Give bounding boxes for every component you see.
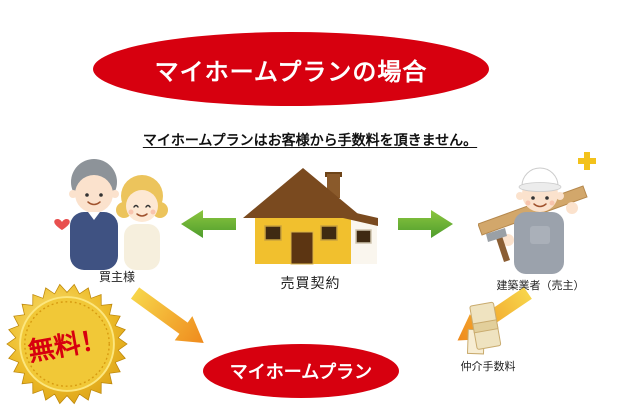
bottom-banner: マイホームプラン: [203, 344, 399, 398]
fee-label: 仲介手数料: [460, 360, 516, 373]
buyer-label: 買主様: [98, 270, 135, 284]
green-arrow-right-icon: [398, 210, 453, 238]
builder-label: 建築業者（売主）: [496, 279, 585, 292]
sparkle-icon: [578, 152, 596, 170]
fee-money-icon: [466, 301, 502, 355]
green-arrow-left-icon: [181, 210, 236, 238]
house-icon: [243, 168, 378, 265]
hammer-icon: [496, 236, 510, 262]
top-banner: マイホームプランの場合: [93, 32, 489, 106]
subtitle-text: マイホームプランはお客様から手数料を頂きません。: [142, 133, 478, 149]
bottom-banner-text: マイホームプラン: [229, 362, 373, 383]
top-banner-text: マイホームプランの場合: [154, 57, 428, 86]
contract-label: 売買契約: [280, 276, 341, 292]
subtitle: マイホームプランはお客様から手数料を頂きません。: [0, 130, 620, 150]
heart-icon: [54, 219, 70, 230]
free-badge: 無料！: [6, 283, 128, 405]
buyer-couple-icon: [54, 159, 168, 270]
orange-arrow-to-plan-icon: [130, 287, 204, 343]
builder-worker-icon: [478, 152, 596, 274]
